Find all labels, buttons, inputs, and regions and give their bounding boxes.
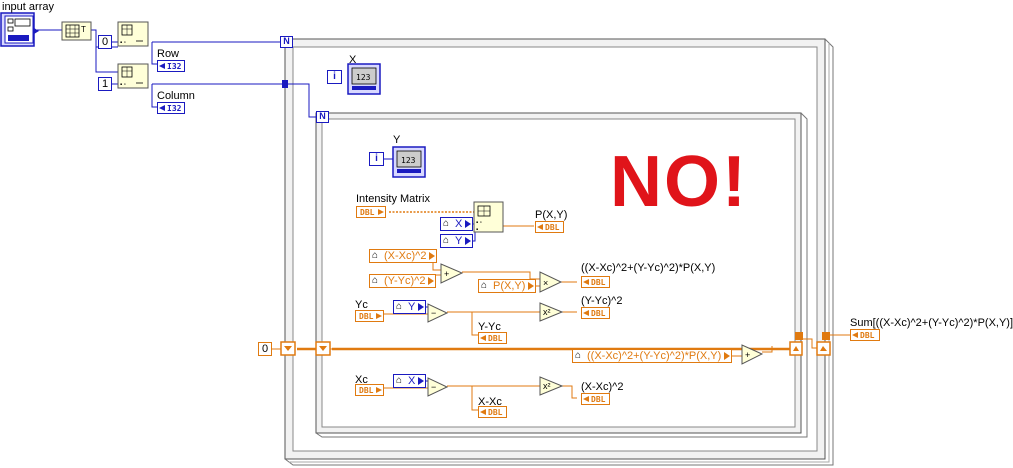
local-variable-y-yc-squared[interactable]: (Y-Yc)^2 — [369, 274, 437, 288]
row-label: Row — [157, 48, 180, 60]
row-indicator[interactable]: I32 — [157, 60, 185, 72]
inner-loop-iteration-terminal: i — [369, 152, 384, 166]
add-node-accumulator — [741, 344, 764, 365]
intensity-matrix-label: Intensity Matrix — [356, 193, 430, 205]
svg-text:−: − — [431, 382, 436, 392]
svg-text:▪ ▫: ▪ ▫ — [120, 82, 126, 88]
column-label: Column — [157, 90, 195, 102]
y-yc-squared-indicator[interactable]: DBL — [581, 307, 610, 319]
column-index-constant[interactable]: 1 — [98, 77, 113, 91]
y-yc-label: Y-Yc — [478, 321, 501, 333]
local-variable-x[interactable]: X — [393, 374, 427, 388]
pxy-label: P(X,Y) — [535, 209, 568, 221]
x-numeric-value: 123 — [356, 73, 371, 82]
svg-text:x²: x² — [543, 307, 551, 317]
y-yc-indicator[interactable]: DBL — [478, 332, 507, 344]
sum-output-label: Sum[((X-Xc)^2+(Y-Yc)^2)*P(X,Y)] — [850, 317, 1013, 329]
xc-label: Xc — [355, 374, 368, 386]
local-variable-y-index[interactable]: Y — [440, 234, 474, 248]
inner-loop-count-terminal[interactable]: N — [316, 111, 329, 123]
input-array-label: input array — [2, 1, 54, 13]
x-numeric-indicator[interactable]: 123 — [347, 63, 381, 95]
svg-text:▪: ▪ — [476, 227, 478, 233]
xc-control[interactable]: DBL — [355, 384, 384, 396]
subtract-node-y — [427, 303, 449, 323]
yc-control[interactable]: DBL — [355, 310, 384, 322]
column-indicator[interactable]: I32 — [157, 102, 185, 114]
no-overlay-text: NO! — [610, 142, 748, 222]
index-array-node-row[interactable]: ▪ ▫ — [117, 21, 149, 47]
x-label: X — [349, 54, 357, 66]
local-variable-x-index[interactable]: X — [440, 217, 474, 231]
svg-text:T: T — [81, 25, 86, 34]
x-xc-indicator[interactable]: DBL — [478, 406, 507, 418]
outer-loop-iteration-terminal: i — [327, 70, 342, 84]
sum-indicator[interactable]: DBL — [850, 329, 880, 341]
multiply-node — [539, 271, 563, 293]
svg-text:▪ ▫: ▪ ▫ — [120, 40, 126, 46]
local-variable-y[interactable]: Y — [393, 300, 427, 314]
svg-text:+: + — [444, 269, 449, 279]
product-indicator[interactable]: DBL — [581, 276, 610, 288]
local-variable-pxy[interactable]: P(X,Y) — [478, 279, 537, 293]
y-numeric-value: 123 — [401, 156, 416, 165]
y-yc-squared-label: (Y-Yc)^2 — [581, 295, 623, 307]
x-xc-squared-indicator[interactable]: DBL — [581, 393, 610, 405]
pxy-indicator[interactable]: DBL — [535, 221, 564, 233]
arithmetic-nodes[interactable] — [427, 263, 764, 397]
yc-label: Yc — [355, 299, 368, 311]
inner-for-loop[interactable] — [315, 112, 808, 438]
index-array-node-column[interactable]: ▪ ▫ — [117, 63, 149, 89]
index-2d-array-node[interactable]: ▪ ▫ ▪ — [473, 201, 504, 233]
outer-loop-count-terminal[interactable]: N — [280, 36, 293, 48]
svg-text:×: × — [543, 278, 548, 288]
square-node-y — [539, 302, 564, 322]
local-variable-product[interactable]: ((X-Xc)^2+(Y-Yc)^2)*P(X,Y) — [572, 349, 733, 363]
square-node-x — [539, 376, 564, 396]
svg-text:x²: x² — [543, 381, 551, 391]
arithmetic-glyphs: + × − x² − x² + — [431, 269, 750, 392]
shift-registers[interactable] — [280, 80, 831, 356]
x-xc-squared-label: (X-Xc)^2 — [581, 381, 624, 393]
transpose-array-node[interactable]: T — [61, 21, 92, 41]
subtract-node-x — [427, 377, 449, 397]
x-xc-label: X-Xc — [478, 396, 502, 408]
svg-text:▪ ▫: ▪ ▫ — [476, 220, 482, 226]
row-index-constant[interactable]: 0 — [98, 35, 113, 49]
add-node-squares — [440, 263, 464, 284]
svg-text:−: − — [431, 308, 436, 318]
shift-register-init-constant[interactable]: 0 — [258, 342, 273, 356]
local-variable-x-xc-squared[interactable]: (X-Xc)^2 — [369, 249, 438, 263]
svg-text:+: + — [745, 350, 750, 360]
y-numeric-indicator[interactable]: 123 — [392, 146, 426, 178]
intensity-matrix-control[interactable]: DBL — [356, 206, 386, 218]
y-label: Y — [393, 134, 401, 146]
product-output-label: ((X-Xc)^2+(Y-Yc)^2)*P(X,Y) — [581, 262, 716, 274]
input-array-control[interactable] — [0, 12, 39, 47]
